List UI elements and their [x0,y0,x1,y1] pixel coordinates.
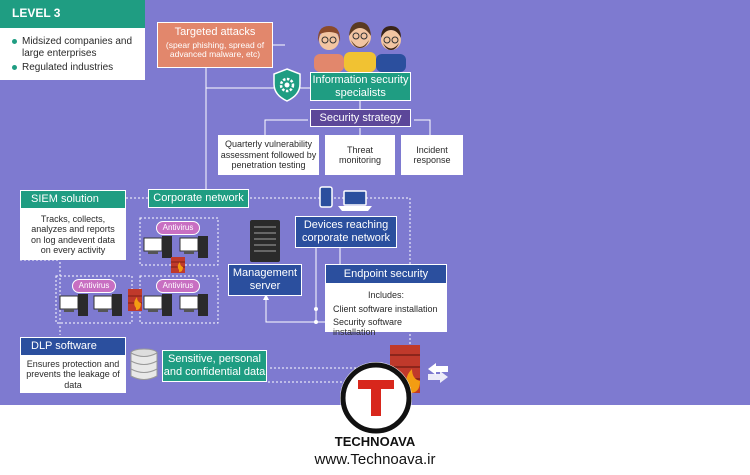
targeted-attacks-card: Targeted attacks (spear phishing, spread… [157,22,273,68]
firewall-icon [128,289,142,311]
shield-gear-icon [273,68,301,102]
level-item-1: Midsized companies and large enterprises [12,36,142,59]
targeted-attacks-title: Targeted attacks [174,26,256,38]
server-icon [250,220,280,262]
specialists-people-icon [314,22,406,72]
level-item-text: Midsized companies and large enterprises [22,36,133,59]
endpoint-security-title: Endpoint security [325,264,447,284]
siem-title: SIEM solution [20,190,126,209]
endpoint-item-1: Client software installation [333,304,438,314]
endpoint-includes: Includes: [367,290,405,300]
targeted-attacks-desc: (spear phishing, spread of advanced malw… [165,39,265,60]
bullet-icon [12,65,17,70]
level-card: LEVEL 3 Midsized companies and large ent… [0,0,145,80]
endpoint-item-2: Security software installation [333,317,403,338]
strategy-item-incident-response: Incident response [401,135,463,175]
sensitive-data-box: Sensitive, personal and confidential dat… [162,350,267,382]
database-icon [130,348,158,380]
computers-icon [143,294,208,316]
firewall-icon [171,257,185,273]
computers-icon [59,294,122,316]
dlp-title: DLP software [20,337,126,356]
antivirus-badge-1: Antivirus [156,221,200,235]
level-title: LEVEL 3 [0,0,145,28]
specialists-box: Information security specialists [310,72,411,101]
endpoint-security-body: Includes: Client software installation S… [325,284,447,337]
antivirus-badge-2: Antivirus [72,279,116,293]
technoava-logo-icon [340,362,412,434]
antivirus-badge-3: Antivirus [156,279,200,293]
corporate-network-box: Corporate network [148,189,249,208]
security-strategy-box: Security strategy [310,109,411,127]
exchange-arrows-icon [428,363,448,383]
level-item-text: Regulated industries [22,62,114,73]
devices-box: Devices reaching corporate network [295,216,397,248]
computers-icon [143,236,208,258]
devices-icon [319,186,372,211]
brand-url[interactable]: www.Technoava.ir [314,451,436,468]
level-item-2: Regulated industries [12,62,142,74]
bullet-icon [12,39,17,44]
strategy-item-vulnerability: Quarterly vulnerability assessment follo… [218,135,319,175]
brand-name: TECHNOAVA [334,434,416,449]
diagram-canvas: LEVEL 3 Midsized companies and large ent… [0,0,750,405]
management-server-box: Management server [228,264,302,296]
dlp-desc: Ensures protection and prevents the leak… [20,356,126,393]
siem-desc: Tracks, collects, analyzes and reports o… [20,209,126,260]
strategy-item-threat-monitoring: Threat monitoring [325,135,395,175]
